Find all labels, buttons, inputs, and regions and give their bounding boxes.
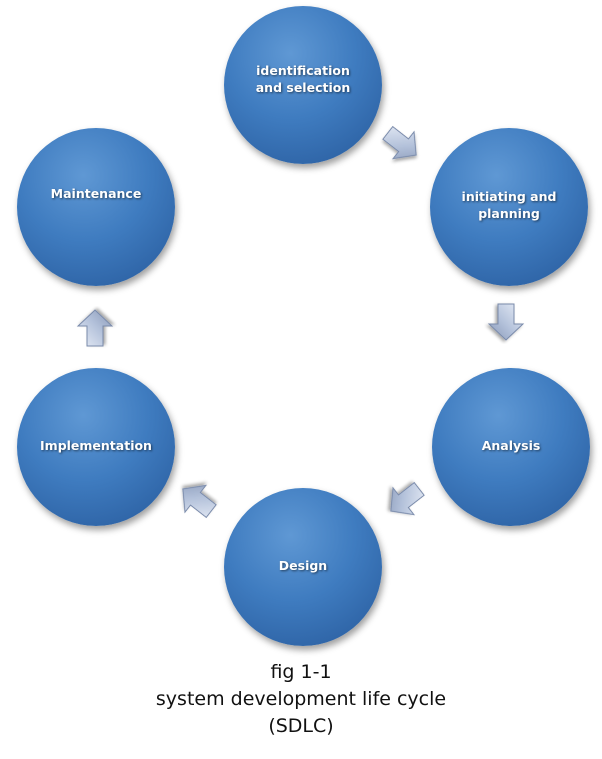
stage-label: Maintenance xyxy=(50,185,142,201)
stage-implementation: Implementation xyxy=(17,368,175,526)
flow-arrow-icon xyxy=(382,125,417,160)
figure-abbreviation: (SDLC) xyxy=(268,715,334,737)
stage-label: initiating and planning xyxy=(461,189,557,221)
stage-identification-selection: identification and selection xyxy=(224,6,382,164)
stage-label: Analysis xyxy=(481,437,541,453)
stage-label: Design xyxy=(278,557,328,573)
flow-arrow-icon xyxy=(76,309,114,347)
stage-label: Implementation xyxy=(40,437,152,453)
figure-title: system development life cycle xyxy=(155,688,447,710)
flow-arrow-icon xyxy=(390,481,425,516)
stage-maintenance: Maintenance xyxy=(17,128,175,286)
flow-arrow-icon xyxy=(487,303,525,341)
stage-design: Design xyxy=(224,488,382,646)
flow-arrow-icon xyxy=(182,484,217,519)
stage-initiating-planning: initiating and planning xyxy=(430,128,588,286)
stage-analysis: Analysis xyxy=(432,368,590,526)
stage-label: identification and selection xyxy=(255,63,351,95)
figure-number: fig 1-1 xyxy=(270,661,332,683)
